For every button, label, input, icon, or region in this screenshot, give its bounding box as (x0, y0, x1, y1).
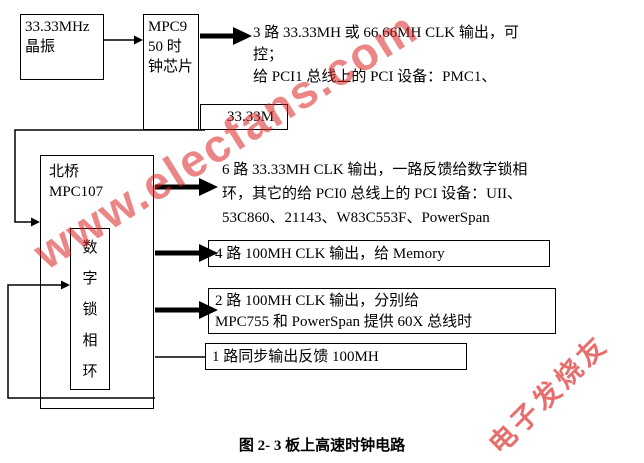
output-memory-box: 4 路 100MH CLK 输出，给 Memory (208, 240, 550, 267)
clock-chip-box: MPC950 时钟芯片 (143, 14, 199, 130)
crystal-oscillator-box: 33.33MHz 晶振 (20, 14, 104, 80)
output-60x-box: 2 路 100MH CLK 输出，分别给 MPC755 和 PowerSpan … (208, 288, 556, 334)
output-pci0-text: 6 路 33.33MH CLK 输出，一路反馈给数字锁相 环，其它的给 PCI0… (222, 162, 528, 226)
figure-caption: 图 2- 3 板上高速时钟电路 (238, 438, 406, 454)
output-pci1-text: 3 路 33.33MH 或 66.66MH CLK 输出，可 控； 给 PCI1… (253, 25, 519, 85)
thin-arrowheads (31, 35, 143, 290)
north-bridge-box: 北桥 MPC107 (40, 155, 154, 409)
pll-box: 数字锁相环 (70, 228, 110, 390)
frequency-label-box: 33.33M (200, 104, 288, 130)
output-feedback-box: 1 路同步输出反馈 100MH (205, 343, 467, 370)
thick-wires (155, 33, 234, 313)
thin-wires (7, 39, 205, 399)
